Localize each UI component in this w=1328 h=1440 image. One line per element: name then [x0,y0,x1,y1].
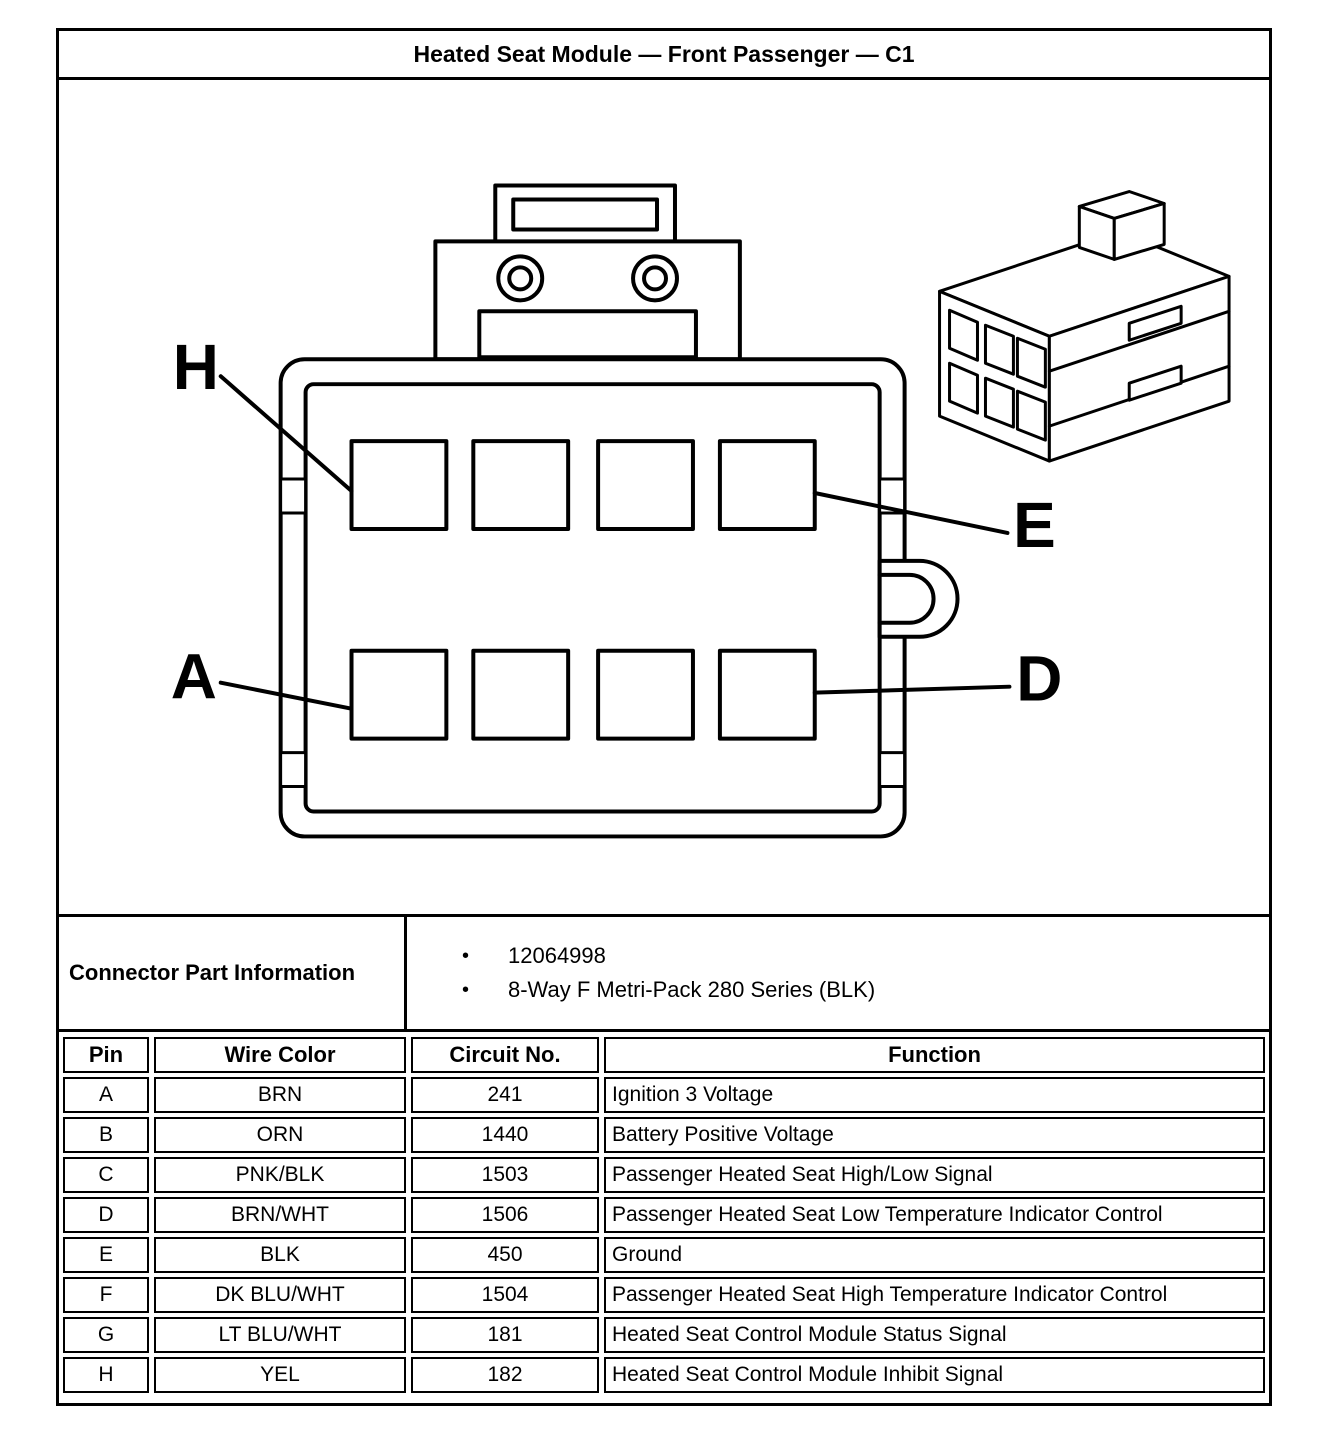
pin-label-E: E [1013,489,1056,561]
circuit-no-cell: 241 [411,1077,599,1113]
function-cell: Ground [604,1237,1265,1273]
circuit-no-cell: 450 [411,1237,599,1273]
pin-cell: D [63,1197,149,1233]
column-header-function: Function [604,1037,1265,1073]
wire-color-cell: BLK [154,1237,406,1273]
pin-cavity-top-2 [471,439,571,531]
page-title: Heated Seat Module — Front Passenger — C… [413,40,915,67]
circuit-no-cell: 1503 [411,1157,599,1193]
connector-part-info-values: • 12064998 • 8-Way F Metri-Pack 280 Seri… [407,917,1269,1029]
wire-color-cell: BRN/WHT [154,1197,406,1233]
connector-part-info-label: Connector Part Information [59,917,407,1029]
circuit-no-cell: 182 [411,1357,599,1393]
column-header-circuit-no: Circuit No. [411,1037,599,1073]
leader-line-A [218,680,354,711]
function-cell: Passenger Heated Seat High Temperature I… [604,1277,1265,1313]
circuit-no-cell: 181 [411,1317,599,1353]
circuit-no-cell: 1504 [411,1277,599,1313]
wire-color-cell: PNK/BLK [154,1157,406,1193]
function-cell: Passenger Heated Seat High/Low Signal [604,1157,1265,1193]
function-cell: Heated Seat Control Module Inhibit Signa… [604,1357,1265,1393]
pin-cell: B [63,1117,149,1153]
pin-cavity-top-3 [596,439,695,531]
leader-line-E [812,491,1010,535]
part-description-line: • 8-Way F Metri-Pack 280 Series (BLK) [462,977,1269,1003]
pin-label-D: D [1016,643,1062,715]
pin-cavity-bottom-4 [717,648,817,741]
circuit-no-cell: 1506 [411,1197,599,1233]
wire-color-cell: DK BLU/WHT [154,1277,406,1313]
function-cell: Heated Seat Control Module Status Signal [604,1317,1265,1353]
connector-diagram-area: H A E D [59,80,1269,914]
wire-color-cell: YEL [154,1357,406,1393]
leader-line-H [218,374,354,494]
pin-table: Pin Wire Color Circuit No. Function A BR… [59,1032,1269,1398]
pin-cell: F [63,1277,149,1313]
pin-cavity-top-4 [717,439,817,531]
pin-label-A: A [171,641,217,713]
title-bar: Heated Seat Module — Front Passenger — C… [59,31,1269,80]
connector-document-page: Heated Seat Module — Front Passenger — C… [56,28,1272,1406]
column-header-wire-color: Wire Color [154,1037,406,1073]
connector-iso-view [938,190,1231,463]
pin-cell: A [63,1077,149,1113]
pin-cavities [349,439,817,741]
function-cell: Battery Positive Voltage [604,1117,1265,1153]
wire-color-cell: ORN [154,1117,406,1153]
pin-cell: E [63,1237,149,1273]
bullet-icon: • [462,944,470,967]
connector-latch [433,183,742,362]
leader-lines [218,374,1012,711]
leader-line-D [812,684,1012,695]
pin-cell: C [63,1157,149,1193]
pin-cell: G [63,1317,149,1353]
part-description: 8-Way F Metri-Pack 280 Series (BLK) [508,977,876,1002]
circuit-no-cell: 1440 [411,1117,599,1153]
function-cell: Passenger Heated Seat Low Temperature In… [604,1197,1265,1233]
bullet-icon: • [462,978,470,1001]
pin-cell: H [63,1357,149,1393]
wire-color-cell: BRN [154,1077,406,1113]
pin-label-H: H [173,331,219,403]
column-header-pin: Pin [63,1037,149,1073]
connector-body [278,357,960,839]
wire-color-cell: LT BLU/WHT [154,1317,406,1353]
part-number: 12064998 [508,943,606,968]
pin-labels: H A E D [171,331,1063,714]
connector-face-diagram: H A E D [171,183,1231,839]
pin-cavity-bottom-1 [349,648,449,741]
part-number-line: • 12064998 [462,943,1269,969]
pin-cavity-bottom-2 [471,648,571,741]
function-cell: Ignition 3 Voltage [604,1077,1265,1113]
pin-cavity-bottom-3 [596,648,695,741]
connector-part-info-section: Connector Part Information • 12064998 • … [59,914,1269,1032]
pin-cavity-top-1 [349,439,449,531]
